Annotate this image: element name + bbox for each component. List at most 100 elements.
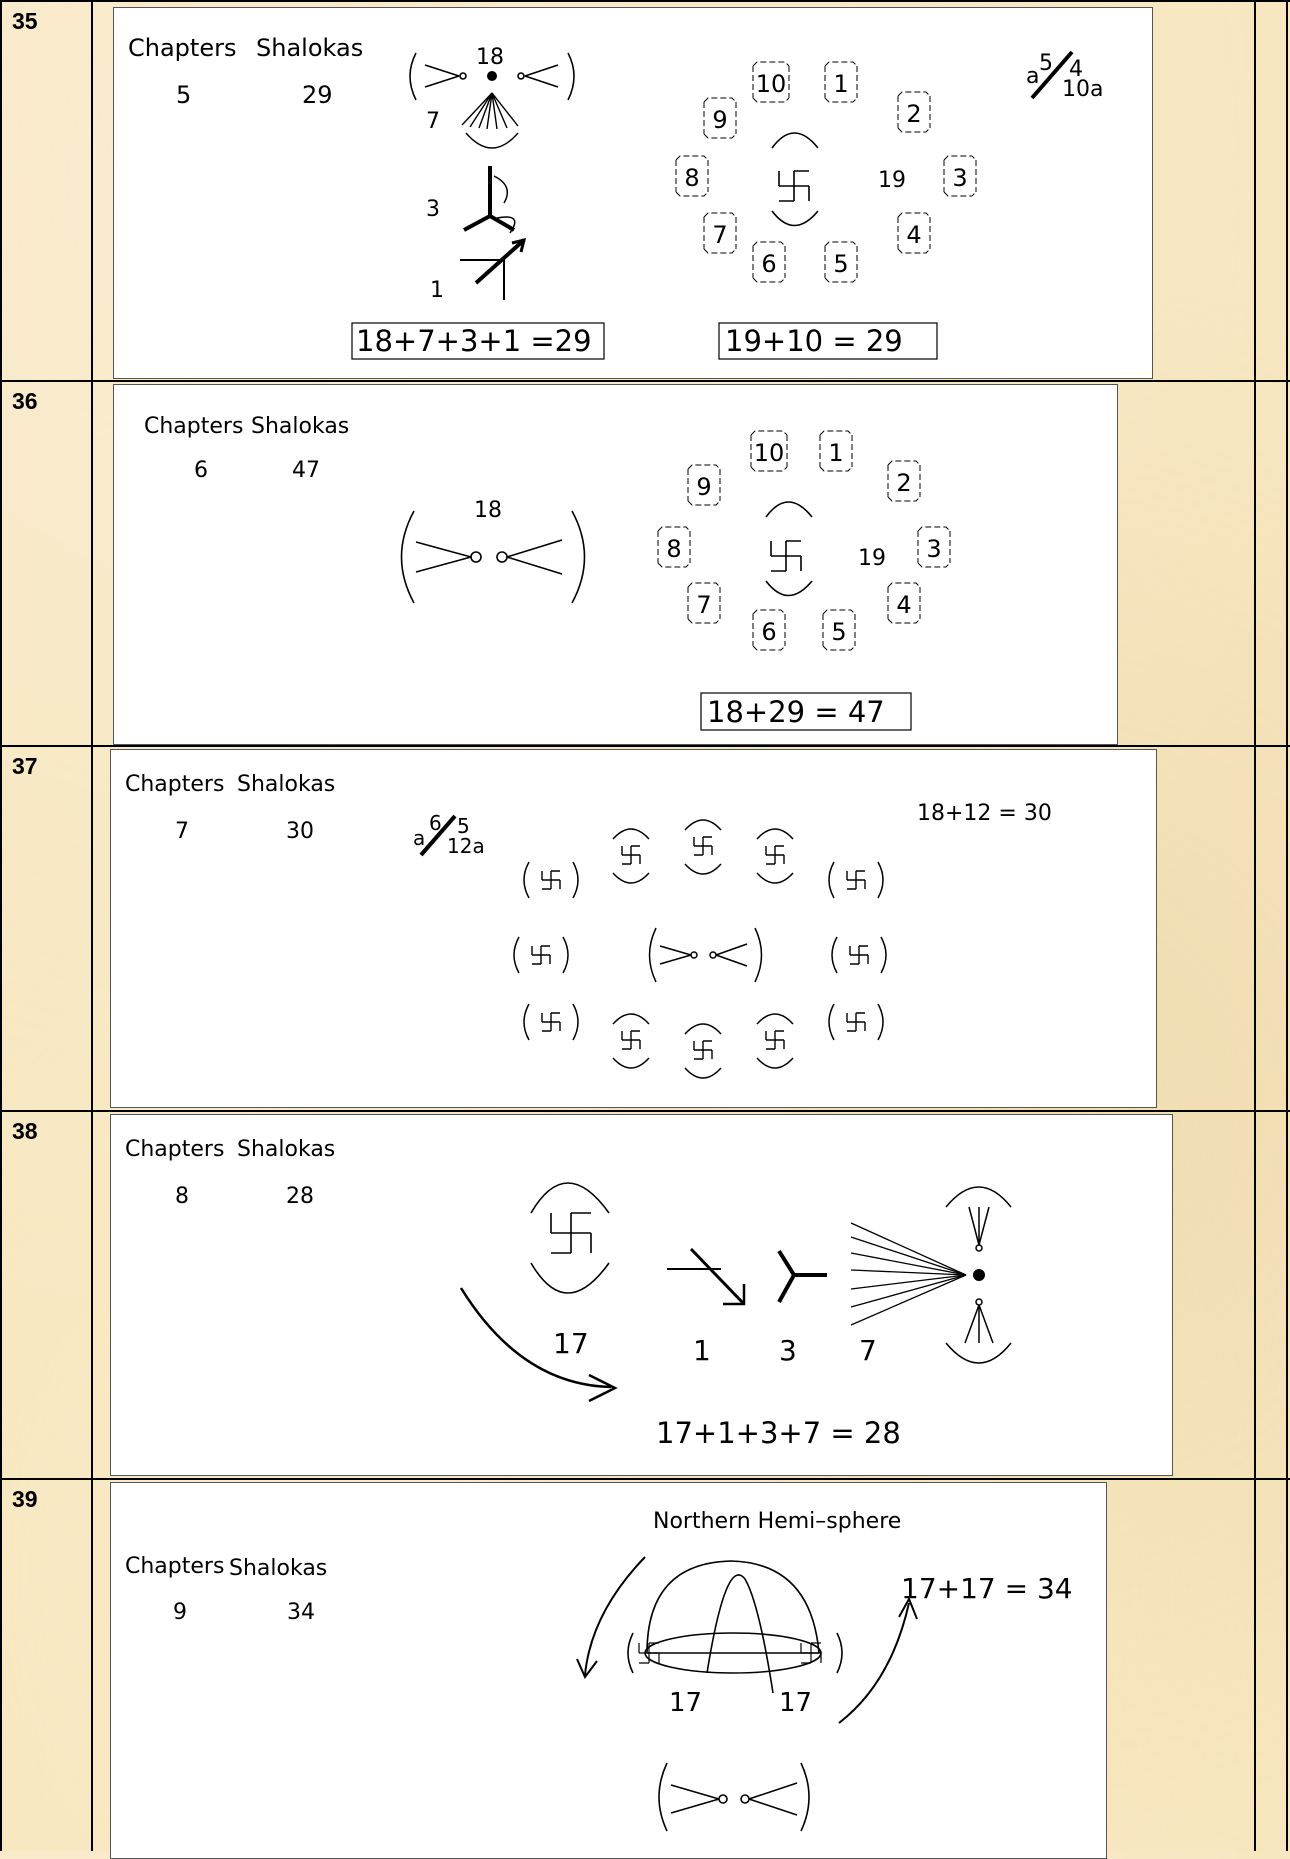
shalokas-value: 28 — [286, 1184, 314, 1209]
label-19: 19 — [878, 168, 906, 193]
swastika-icon — [514, 937, 568, 973]
three-figure — [464, 166, 515, 233]
one-figure — [667, 1249, 744, 1304]
eighteen-figure — [402, 511, 585, 603]
swastika-icon — [766, 502, 812, 596]
svg-text:4: 4 — [906, 221, 921, 249]
svg-text:10a: 10a — [1062, 77, 1103, 102]
ring-box-6: 6 — [753, 242, 785, 282]
ring-box-4: 4 — [888, 583, 920, 623]
svg-text:10: 10 — [756, 70, 787, 98]
numbered-ring: 10 1 2 3 4 5 6 7 8 9 — [676, 62, 976, 282]
ring-box-8: 8 — [676, 156, 708, 196]
svg-text:12a: 12a — [447, 834, 485, 858]
diagram-title: Northern Hemi–sphere — [653, 1509, 901, 1534]
chapters-value: 8 — [175, 1184, 189, 1209]
chapters-header: Chapters — [125, 1137, 224, 1162]
label-3: 3 — [426, 197, 440, 222]
curved-arrow — [461, 1288, 615, 1401]
swastika-ring — [514, 820, 886, 1078]
ring-box-5: 5 — [825, 242, 857, 282]
curved-arrow-left — [577, 1557, 645, 1677]
svg-text:5: 5 — [833, 250, 848, 278]
diagram-37: Chapters Shalokas 7 30 a 6 5 12a 18+12 =… — [111, 750, 1156, 1107]
chapters-header: Chapters — [128, 34, 236, 62]
eighteen-figure — [659, 1763, 809, 1831]
swastika-icon — [613, 829, 649, 883]
swastika-icon — [829, 862, 883, 898]
fraction-label: a 5 4 10a — [1026, 51, 1103, 102]
shalokas-value: 34 — [287, 1600, 315, 1625]
ring-box-6: 6 — [753, 610, 785, 650]
svg-text:a: a — [413, 826, 425, 850]
svg-text:6: 6 — [761, 618, 776, 646]
swastika-icon — [829, 1004, 883, 1040]
ring-box-10: 10 — [753, 62, 789, 102]
diagram-panel-36: Chapters Shalokas 6 47 18 19 10 1 2 3 4 … — [113, 384, 1118, 745]
label-7: 7 — [426, 109, 440, 134]
ring-box-1: 1 — [820, 431, 852, 471]
row-number: 37 — [12, 753, 38, 780]
row-number: 35 — [12, 8, 38, 35]
shalokas-header: Shalokas — [256, 34, 363, 62]
label-17-left: 17 — [669, 1688, 702, 1718]
svg-text:1: 1 — [833, 70, 848, 98]
shalokas-header: Shalokas — [251, 414, 349, 439]
row-number: 39 — [12, 1486, 38, 1513]
equation-text: 19+10 = 29 — [725, 324, 903, 358]
svg-text:4: 4 — [896, 591, 911, 619]
chapters-value: 7 — [175, 819, 189, 844]
chapters-value: 9 — [173, 1600, 187, 1625]
three-figure — [779, 1251, 827, 1302]
label-19: 19 — [858, 546, 886, 571]
svg-text:8: 8 — [684, 164, 699, 192]
svg-text:9: 9 — [696, 473, 711, 501]
chapters-header: Chapters — [144, 414, 243, 439]
table-row-divider — [0, 745, 1290, 747]
swastika-icon — [524, 862, 578, 898]
svg-text:2: 2 — [896, 469, 911, 497]
diagram-panel-37: Chapters Shalokas 7 30 a 6 5 12a 18+12 =… — [110, 749, 1157, 1108]
svg-text:5: 5 — [831, 618, 846, 646]
swastika-icon — [772, 133, 818, 226]
table-row-divider — [0, 1478, 1290, 1480]
table-row-divider — [0, 0, 1290, 2]
svg-text:7: 7 — [696, 591, 711, 619]
svg-text:3: 3 — [952, 164, 967, 192]
label-17: 17 — [553, 1327, 589, 1360]
table-column-divider-right — [1254, 0, 1256, 1851]
shalokas-header: Shalokas — [237, 772, 335, 797]
ring-box-3: 3 — [944, 156, 976, 196]
seven-fan-figure — [462, 93, 518, 148]
hemisphere-figure — [628, 1561, 842, 1693]
shalokas-value: 47 — [292, 458, 320, 483]
one-figure — [460, 240, 524, 300]
chapters-value: 5 — [176, 81, 191, 109]
label-17-right: 17 — [779, 1688, 812, 1718]
table-column-divider — [91, 0, 93, 1851]
diagram-panel-39: Chapters Shalokas 9 34 Northern Hemi–sph… — [110, 1482, 1107, 1859]
svg-text:a: a — [1026, 64, 1039, 89]
shalokas-header: Shalokas — [229, 1556, 327, 1581]
diagram-38: Chapters Shalokas 8 28 17 1 3 7 1 — [111, 1115, 1172, 1475]
ring-box-7: 7 — [704, 213, 736, 253]
swastika-icon — [524, 1004, 578, 1040]
svg-text:3: 3 — [926, 535, 941, 563]
swastika-icon — [531, 1183, 609, 1293]
label-1: 1 — [693, 1334, 711, 1367]
seven-fan-figure — [851, 1223, 966, 1325]
label-18: 18 — [476, 45, 504, 70]
label-3: 3 — [779, 1334, 797, 1367]
ring-box-2: 2 — [898, 92, 930, 132]
shalokas-value: 29 — [302, 81, 333, 109]
chapters-header: Chapters — [125, 1554, 224, 1579]
ring-box-1: 1 — [825, 62, 857, 102]
swastika-icon — [757, 829, 793, 883]
curved-arrow-right — [839, 1599, 917, 1723]
equation-text: 18+7+3+1 =29 — [356, 324, 592, 358]
equation-text: 17+17 = 34 — [901, 1572, 1073, 1605]
ring-box-3: 3 — [918, 527, 950, 567]
ring-box-2: 2 — [888, 461, 920, 501]
shalokas-value: 30 — [286, 819, 314, 844]
svg-text:6: 6 — [761, 250, 776, 278]
